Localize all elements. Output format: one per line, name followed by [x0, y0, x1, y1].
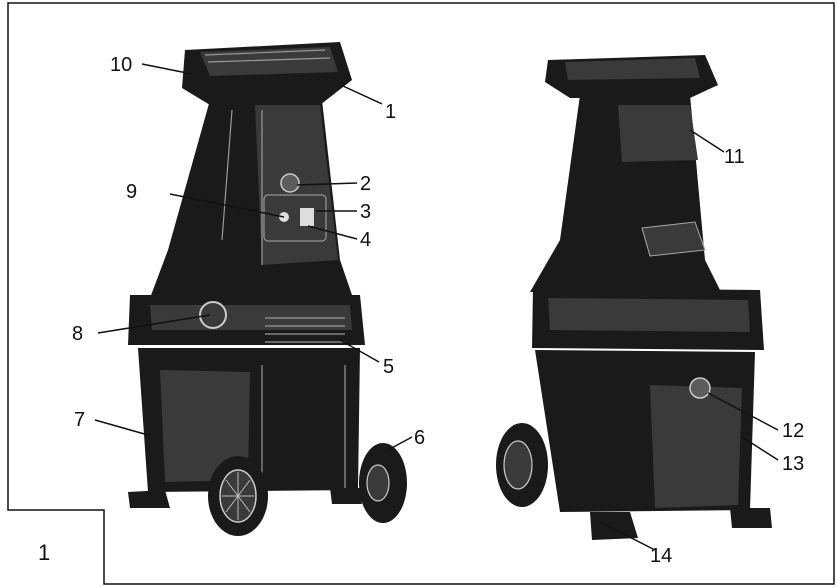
callout-14: 14: [650, 545, 672, 567]
wheel-front-left: [208, 456, 268, 536]
callout-7: 7: [74, 409, 85, 431]
callout-3: 3: [360, 201, 371, 223]
figure-number: 1: [38, 540, 50, 565]
callout-5: 5: [383, 356, 394, 378]
callout-2: 2: [360, 173, 371, 195]
locking-knob-front: [199, 301, 227, 329]
foot-rear-right: [730, 508, 772, 528]
callout-9: 9: [126, 181, 137, 203]
power-switch-front: [300, 208, 314, 226]
callout-11: 11: [724, 146, 745, 168]
callout-1: 1: [385, 101, 396, 123]
bin-panel-rear: [650, 385, 742, 508]
label-area-rear: [618, 105, 698, 162]
callout-8: 8: [72, 323, 83, 345]
figure-frame: [7, 2, 835, 585]
control-panel-front: [263, 194, 327, 242]
callout-4: 4: [360, 229, 371, 251]
rotation-knob-front: [280, 173, 300, 193]
foot-rear-left: [590, 512, 638, 540]
vent-slots-front: [265, 317, 345, 343]
wheel-rear: [496, 423, 548, 507]
shredder-rear-view: [496, 55, 772, 540]
bin-latch-rear: [689, 377, 711, 399]
callout-13: 13: [782, 453, 804, 475]
wheel-front-right: [359, 443, 407, 523]
callout-12: 12: [782, 420, 804, 442]
shredder-front-view: [128, 42, 407, 536]
callout-6: 6: [414, 427, 425, 449]
leader-lines: [94, 63, 779, 551]
callout-10: 10: [110, 54, 132, 76]
handle-grip-rear: [641, 221, 706, 257]
foot-front-right: [330, 488, 362, 504]
foot-front-left: [128, 490, 170, 508]
